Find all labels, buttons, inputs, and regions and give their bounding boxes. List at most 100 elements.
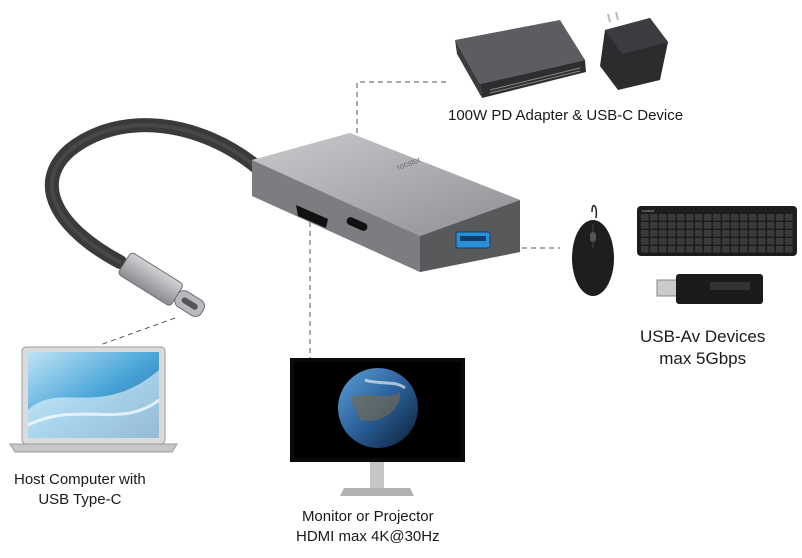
keyboard-key	[731, 230, 739, 237]
monitor	[290, 358, 465, 496]
keyboard-key	[722, 230, 730, 237]
keyboard-key	[686, 214, 694, 221]
keyboard-key	[713, 222, 721, 229]
keyboard-key	[758, 238, 766, 245]
keyboard-key	[677, 238, 685, 245]
keyboard-key	[722, 238, 730, 245]
keyboard-key	[686, 222, 694, 229]
usb-flash-drive	[656, 274, 763, 304]
usb-devices-label-line1: USB-Av Devices	[640, 327, 766, 346]
keyboard-key	[776, 246, 784, 253]
usb-c-cable	[44, 118, 265, 317]
monitor-label-line2: HDMI max 4K@30Hz	[296, 528, 440, 545]
keyboard-key	[785, 246, 793, 253]
keyboard-key	[731, 214, 739, 221]
keyboard-key	[668, 238, 676, 245]
monitor-label-line1: Monitor or Projector	[301, 508, 434, 525]
keyboard-key	[704, 230, 712, 237]
keyboard-key	[650, 230, 658, 237]
keyboard-key	[695, 230, 703, 237]
keyboard-key	[749, 246, 757, 253]
keyboard-key	[641, 238, 649, 245]
keyboard-key	[767, 222, 775, 229]
keyboard-key	[668, 222, 676, 229]
keyboard-key	[731, 246, 739, 253]
keyboard-key	[785, 214, 793, 221]
keyboard-key	[713, 238, 721, 245]
keyboard-key	[767, 230, 775, 237]
keyboard-key	[767, 214, 775, 221]
keyboard-key	[722, 246, 730, 253]
keyboard-key	[641, 214, 649, 221]
keyboard-key	[659, 246, 667, 253]
hdmi-port	[296, 205, 328, 228]
keyboard-key	[767, 238, 775, 245]
keyboard-key	[695, 222, 703, 229]
keyboard-key	[713, 230, 721, 237]
keyboard-key	[668, 214, 676, 221]
keyboard-key	[650, 238, 658, 245]
external-drive	[455, 20, 586, 98]
keyboard-key	[722, 222, 730, 229]
keyboard-key	[785, 238, 793, 245]
keyboard-key	[776, 238, 784, 245]
mouse	[572, 204, 614, 296]
keyboard-key	[758, 246, 766, 253]
keyboard-key	[704, 214, 712, 221]
keyboard-key	[713, 214, 721, 221]
host-computer-label-line1: Host Computer with	[14, 471, 146, 488]
keyboard-key	[749, 214, 757, 221]
keyboard-key	[749, 222, 757, 229]
keyboard-key	[677, 230, 685, 237]
keyboard-key	[659, 214, 667, 221]
keyboard-key	[767, 246, 775, 253]
keyboard-key	[731, 238, 739, 245]
keyboard-key	[650, 214, 658, 221]
keyboard-key	[695, 214, 703, 221]
usb-devices-label: USB-Av Devices max 5Gbps	[640, 326, 765, 370]
usb-c-plug	[118, 252, 206, 317]
keyboard-key	[686, 230, 694, 237]
keyboard-key	[650, 222, 658, 229]
keyboard-key	[695, 238, 703, 245]
usb-devices-label-line2: max 5Gbps	[659, 349, 747, 368]
keyboard-key	[758, 230, 766, 237]
keyboard-key	[686, 238, 694, 245]
keyboard-key	[740, 222, 748, 229]
keyboard-key	[695, 246, 703, 253]
keyboard-key	[704, 246, 712, 253]
keyboard-key	[704, 238, 712, 245]
keyboard-key	[749, 230, 757, 237]
keyboard-key	[731, 222, 739, 229]
keyboard-key	[641, 230, 649, 237]
keyboard-key	[722, 214, 730, 221]
keyboard-key	[776, 214, 784, 221]
keyboard-key	[668, 246, 676, 253]
keyboard-key	[740, 214, 748, 221]
monitor-label: Monitor or Projector HDMI max 4K@30Hz	[296, 507, 440, 547]
keyboard-key	[650, 246, 658, 253]
keyboard-key	[776, 230, 784, 237]
keyboard-key	[713, 246, 721, 253]
keyboard-key	[740, 246, 748, 253]
usb-c-port	[346, 217, 368, 231]
keyboard-key	[641, 246, 649, 253]
power-device-label-text: 100W PD Adapter & USB-C Device	[448, 107, 684, 124]
power-device-label: 100W PD Adapter & USB-C Device	[448, 106, 683, 126]
host-computer-label: Host Computer with USB Type-C	[14, 470, 146, 510]
keyboard-key	[641, 222, 649, 229]
keyboard: rocstor	[637, 206, 797, 256]
keyboard-key	[686, 246, 694, 253]
keyboard-key	[758, 214, 766, 221]
keyboard-key	[668, 230, 676, 237]
keyboard-key	[740, 238, 748, 245]
keyboard-key	[659, 230, 667, 237]
host-computer-label-line2: USB Type-C	[38, 491, 122, 508]
keyboard-key	[758, 222, 766, 229]
keyboard-key	[659, 238, 667, 245]
keyboard-key	[677, 222, 685, 229]
keyboard-key	[785, 230, 793, 237]
keyboard-key	[776, 222, 784, 229]
leader-line-host	[99, 317, 176, 346]
